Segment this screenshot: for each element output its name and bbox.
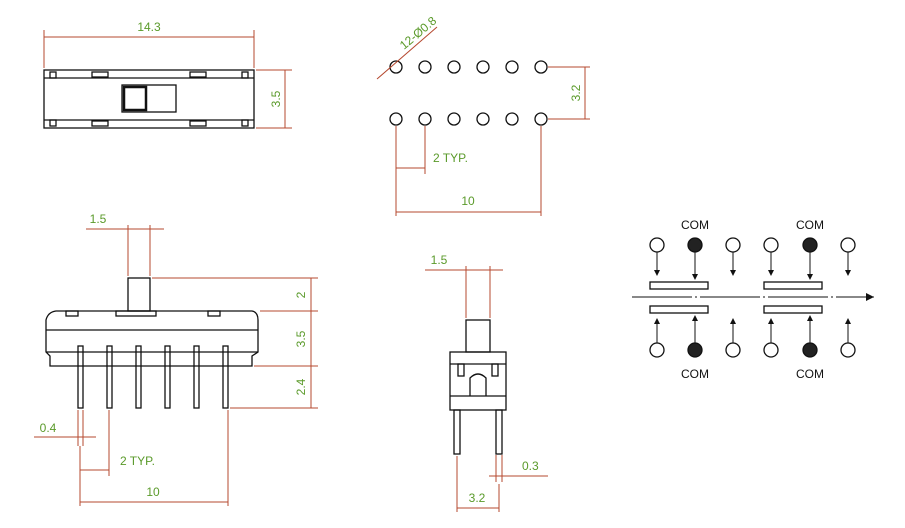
front-pin-length-label: 2.4: [294, 378, 308, 395]
top-view-slider-window: [121, 84, 177, 113]
schematic-contact-top-right: [763, 281, 823, 290]
schematic-com-label-bottom-left: COM: [681, 367, 709, 381]
schematic-contact-bottom-right: [763, 305, 823, 314]
side-view-pin-left: [453, 409, 461, 455]
front-pitch-label: 2 TYP.: [120, 454, 155, 468]
switch-schematic: COM COM COM COM: [632, 218, 874, 381]
front-view: 1.5 2 3.5 2.4 0.4 2 TYP. 10: [34, 212, 318, 506]
schematic-leads: [656, 252, 849, 343]
schematic-com-terminal-top-left: [687, 237, 703, 253]
schematic-contact-top-left: [649, 281, 709, 290]
schematic-com-terminal-bottom-right: [802, 342, 818, 358]
schematic-bottom-terminals: [649, 342, 856, 358]
front-view-knob: [127, 277, 151, 312]
footprint-holes-label: 12-Ø0.8: [397, 13, 439, 52]
footprint-row-pitch-label: 3.2: [569, 84, 583, 101]
front-view-body: [45, 310, 259, 367]
top-view: 14.3 3.5: [43, 20, 292, 129]
side-view-body: [449, 351, 507, 411]
schematic-com-label-top-left: COM: [681, 218, 709, 232]
footprint-span-label: 10: [461, 194, 475, 208]
front-pin-width-label: 0.4: [40, 421, 57, 435]
schematic-com-label-top-right: COM: [796, 218, 824, 232]
top-view-body: [43, 69, 255, 129]
schematic-top-terminals: [649, 237, 856, 253]
front-body-height-label: 3.5: [294, 330, 308, 347]
side-pin-spacing-label: 3.2: [469, 491, 486, 505]
schematic-com-terminal-top-right: [802, 237, 818, 253]
front-span-label: 10: [146, 485, 160, 499]
front-view-pins: [77, 345, 229, 409]
side-view-knob: [465, 319, 491, 353]
schematic-com-label-bottom-right: COM: [796, 367, 824, 381]
side-pin-thickness-label: 0.3: [522, 459, 539, 473]
top-view-slider-knob: [122, 85, 148, 112]
footprint-view: 12-Ø0.8 3.2 2 TYP. 10: [376, 13, 590, 216]
front-knob-height-label: 2: [294, 291, 308, 298]
top-height-label: 3.5: [269, 90, 283, 107]
side-knob-width-label: 1.5: [431, 253, 448, 267]
side-view: 1.5 0.3 3.2: [425, 253, 548, 512]
schematic-contact-bottom-left: [649, 305, 709, 314]
front-knob-width-label: 1.5: [90, 212, 107, 226]
side-view-pin-right: [495, 409, 503, 455]
schematic-com-terminal-bottom-left: [687, 342, 703, 358]
footprint-pitch-label: 2 TYP.: [433, 151, 468, 165]
top-width-label: 14.3: [137, 20, 161, 34]
schematic-arrows: [654, 270, 851, 324]
